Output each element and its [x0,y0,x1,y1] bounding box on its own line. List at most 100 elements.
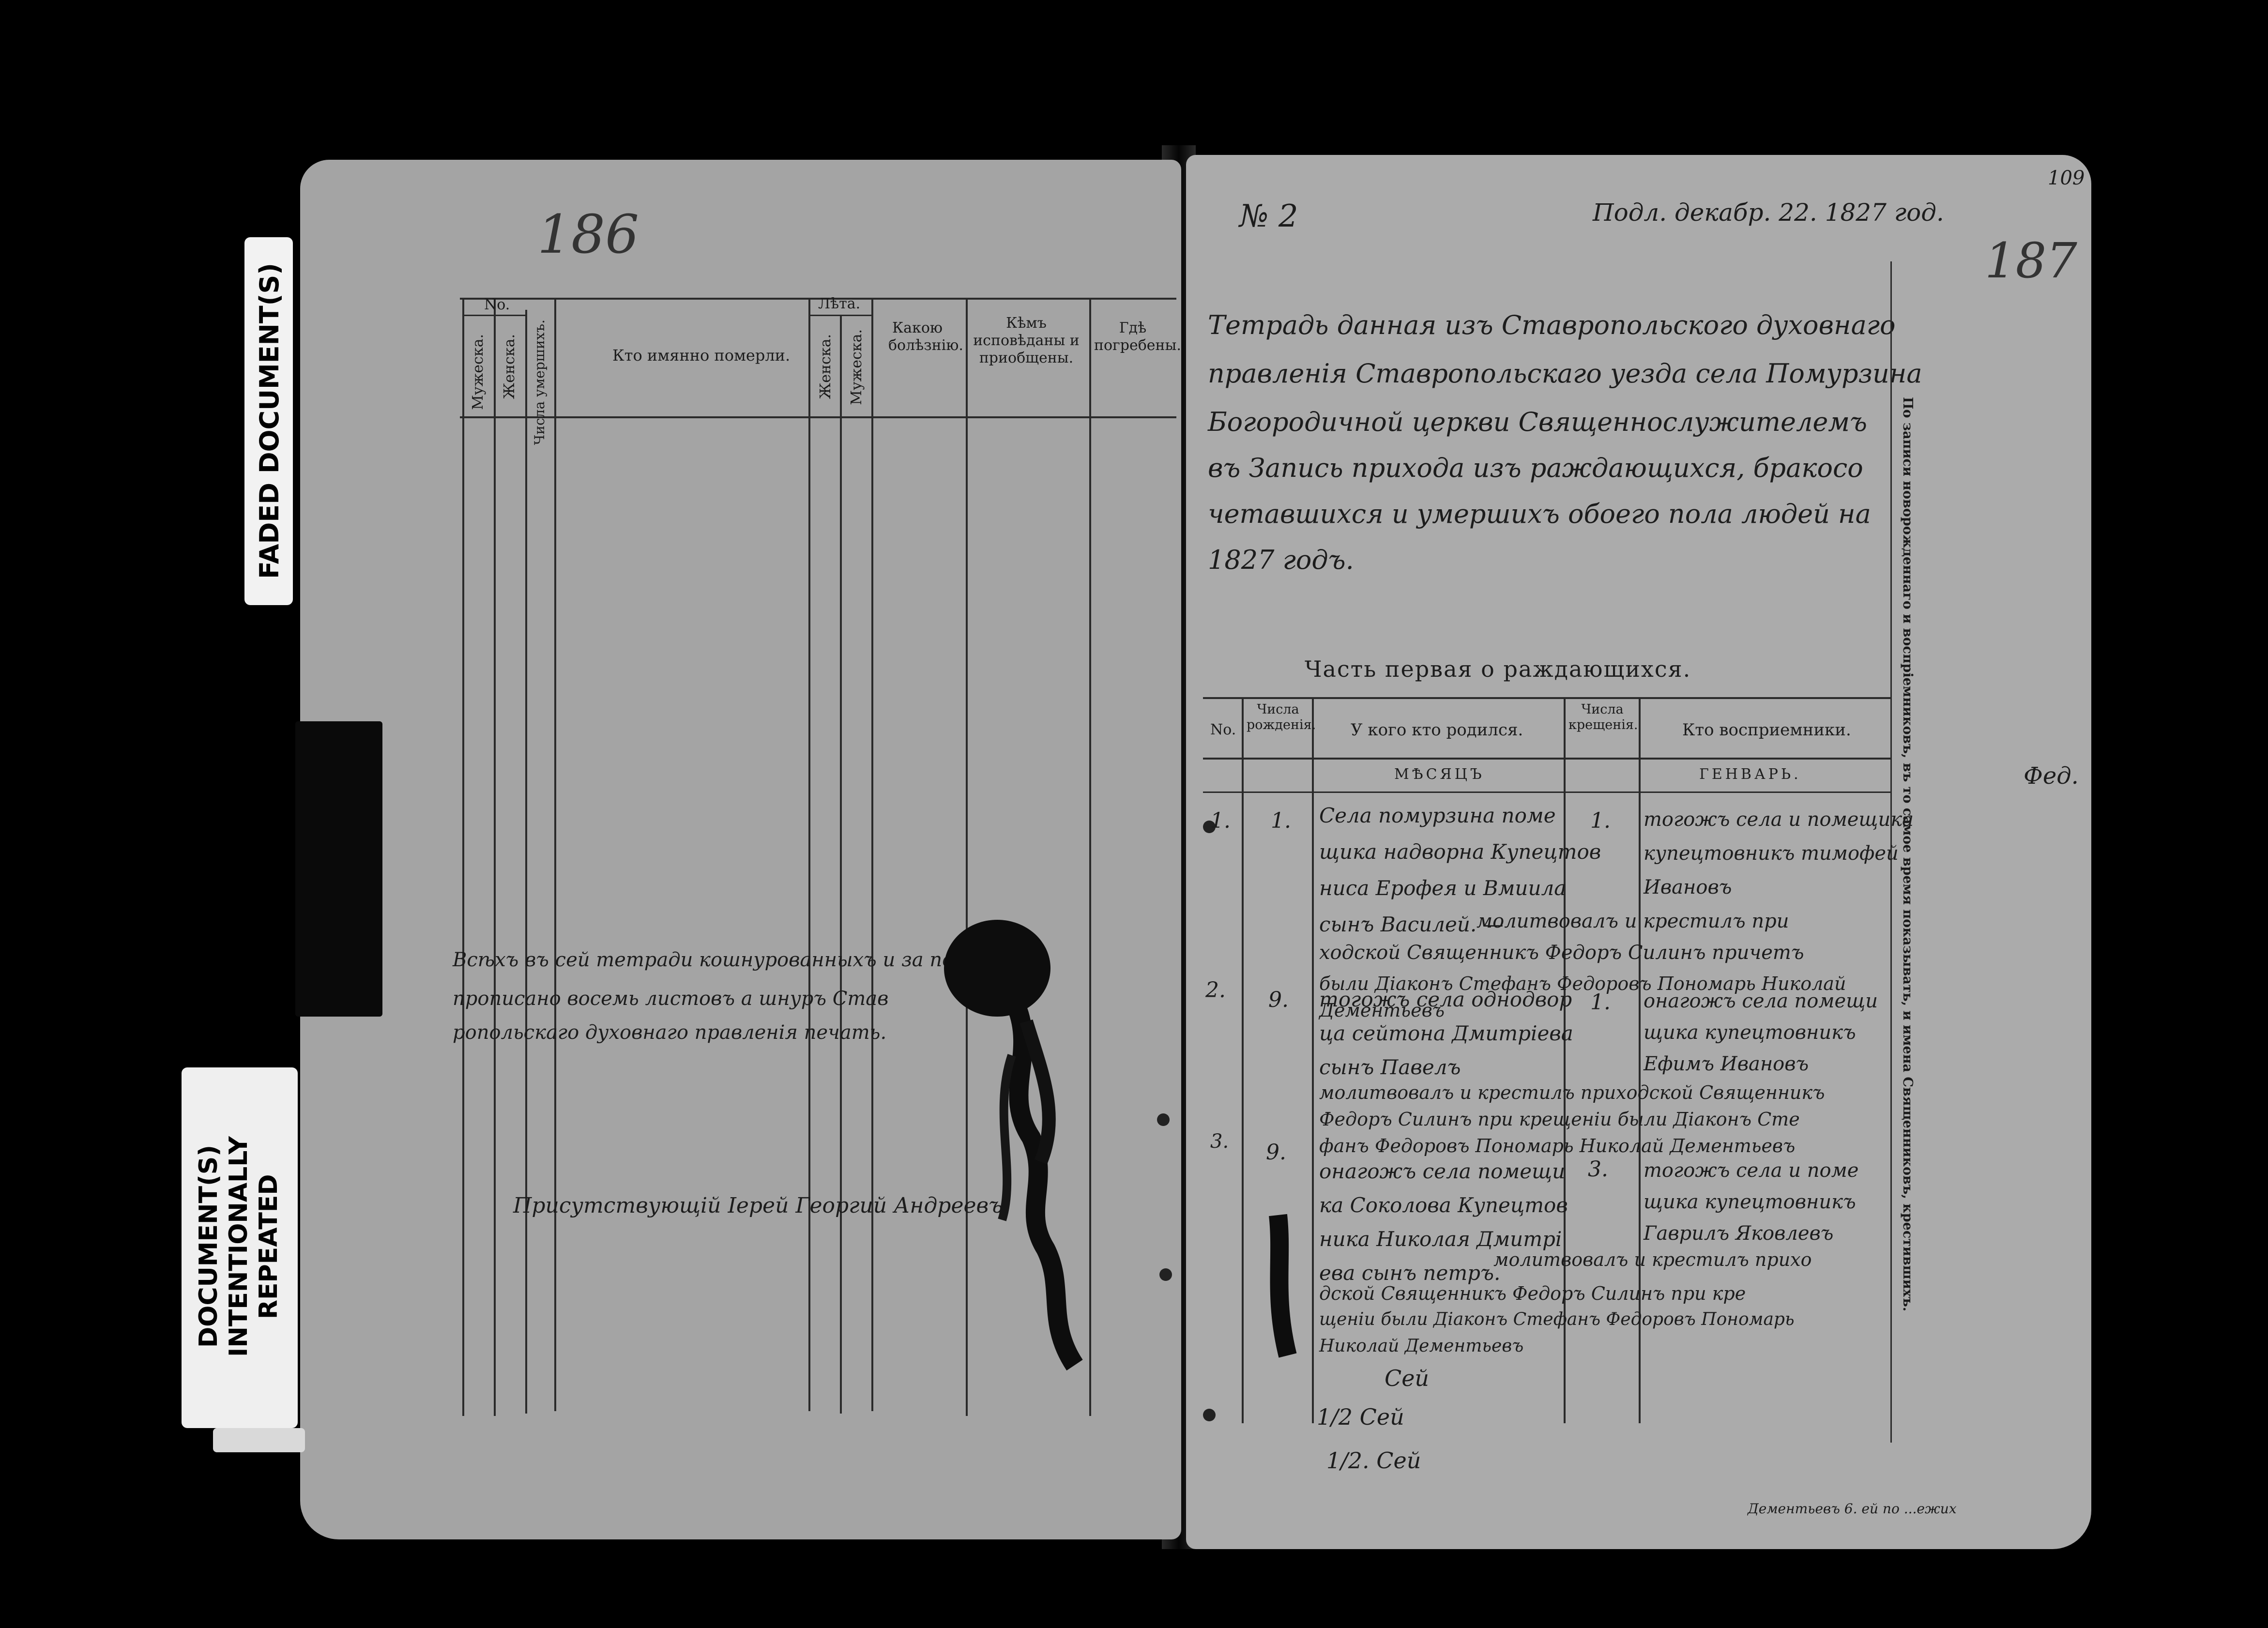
cord-end [1269,1214,1297,1358]
baptism-note-8: молитвовалъ и крестилъ прихо [1493,1249,1812,1270]
left-col-line [840,315,842,1414]
entry-3-godparents-3: Гаврилъ Яковлевъ [1644,1222,1834,1245]
wax-seal [944,920,1083,1371]
title-line-6: 1827 годъ. [1208,545,1354,575]
entry-2-birth: 9. [1268,988,1289,1012]
left-page [300,160,1181,1539]
number-mark: № 2 [1239,198,1298,234]
bottom-mark-3: 1/2. Сей [1326,1447,1421,1474]
entry-3-born-1: онагожъ села помещи [1319,1159,1566,1183]
repeated-document-tab: DOCUMENT(S) INTENTIONALLY REPEATED [182,1067,298,1428]
baptism-note-6: Федоръ Силинъ при крещеніи были Діаконъ … [1319,1109,1800,1130]
punch-hole [1203,1409,1216,1421]
baptism-note-2: ходской Священникъ Федоръ Силинъ причетъ [1319,942,1804,964]
certification-line-2: прописано восемь листовъ а шнуръ Став [453,988,889,1010]
certification-line-3: ропольскаго духовнаго правленія печать. [453,1021,887,1044]
bottom-right-note: Дементьевъ 6. ей по ...ежих [1748,1501,1957,1517]
baptism-note-9: дской Священникъ Федоръ Силинъ при кре [1319,1283,1746,1304]
right-margin-line [1890,261,1892,1443]
section-title: Часть первая о раждающихся. [1305,656,1691,682]
baptism-note-1: молитвовалъ и крестилъ при [1476,910,1789,932]
seal-disc [944,920,1050,1017]
left-page-number: 186 [537,203,639,265]
baptism-note-7: фанъ Федоровъ Пономарь Николай Дементьев… [1319,1135,1796,1156]
right-table-month-bottom [1203,791,1890,793]
left-col-deceased-count: Числа умершихъ. [532,320,548,445]
right-col-line [1639,697,1641,1423]
left-col-female: Женска. [501,334,518,399]
right-col-baptism: Числа крещенія. [1568,702,1638,732]
punch-hole [1159,1268,1172,1281]
entry-1-godparents-1: тогожъ села и помещика [1644,808,1914,831]
repeated-document-label: DOCUMENT(S) INTENTIONALLY REPEATED [194,1136,283,1357]
left-years-underline [808,315,871,316]
right-col-line [1242,697,1244,1423]
margin-vertical-note: По записи новорожденнаго и воспріемников… [1900,397,1915,1312]
punch-hole [1203,821,1216,833]
entry-3-baptism: 3. [1588,1157,1608,1182]
entry-2-godparents-1: онагожъ села помещи [1644,990,1878,1012]
left-col-no: No. [484,296,510,313]
entry-2-born-3: сынъ Павелъ [1319,1055,1461,1079]
left-table-header-bottom [460,416,1176,418]
entry-2-godparents-3: Ефимъ Ивановъ [1644,1053,1809,1075]
left-col-line [494,298,496,1416]
entry-3-godparents-2: щика купецтовникъ [1644,1191,1856,1213]
left-table-top [460,298,1176,300]
paper-strip [213,1428,305,1452]
month-label: МѢСЯЦЪ [1394,766,1485,783]
entry-2-baptism: 1. [1590,990,1611,1015]
baptism-note-10: щеніи были Діаконъ Стефанъ Федоровъ Поно… [1319,1309,1795,1329]
right-col-line [1312,697,1314,1423]
left-col-years-male: Мужеска. [848,329,865,405]
left-col-buried: Гдѣ погребены. [1094,320,1181,354]
entry-3-born-4: ева сынъ петръ. [1319,1261,1501,1285]
entry-2-born-1: тогожъ села однодвор [1319,988,1572,1011]
baptism-note-5: молитвовалъ и крестилъ приходской Священ… [1319,1082,1825,1103]
entry-1-born-4: сынъ Василей. — [1319,913,1504,936]
entry-3-no: 3. [1210,1130,1229,1153]
seal-cord [998,1054,1016,1221]
entry-3-godparents-1: тогожъ села и поме [1644,1159,1859,1182]
entry-1-born-3: ниса Ерофея и Вмиила [1319,876,1567,900]
left-col-years: Лѣта. [818,295,861,312]
faded-document-tab: FADED DOCUMENT(S) [244,237,293,605]
entry-1-birth: 1. [1271,808,1291,833]
baptism-note-4: Дементьевъ [1319,1000,1445,1021]
punch-hole [1157,1113,1170,1126]
left-col-line [462,298,464,1416]
bottom-mark-1: Сей [1385,1365,1430,1391]
baptism-note-11: Николай Дементьевъ [1319,1336,1524,1356]
right-col-no: No. [1210,721,1236,738]
right-table-header-bottom [1203,758,1890,760]
right-page-number: 187 [1985,232,2077,289]
left-col-line [871,298,873,1411]
title-line-2: правленія Ставропольскаго уезда села Пом… [1208,358,1922,389]
left-no-underline [462,315,525,316]
left-col-line [808,298,810,1411]
month-value: ГЕНВАРЬ. [1699,766,1801,783]
title-line-4: въ Запись прихода изъ раждающихся, брако… [1208,453,1863,483]
entry-1-born-1: Села помурзина поме [1319,804,1556,827]
entry-2-godparents-2: щика купецтовникъ [1644,1021,1856,1044]
entry-1-no: 1. [1210,808,1231,833]
seal-cord [1007,1003,1083,1371]
priest-signature: Присутствующій Іерей Георгий Андреевъ [513,1193,1003,1218]
margin-note: Фед. [2024,762,2079,790]
entry-2-born-2: ца сейтона Дмитріева [1319,1021,1573,1045]
entry-3-born-3: ника Николая Дмитрі [1319,1227,1562,1251]
right-col-godparents: Кто восприемники. [1682,720,1851,740]
left-col-line [554,298,556,1411]
entry-1-godparents-2: купецтовникъ тимофей [1644,842,1899,865]
faded-document-label: FADED DOCUMENT(S) [254,263,285,579]
left-col-line [1089,298,1091,1416]
bottom-mark-2: 1/2 Сей [1317,1404,1404,1430]
entry-1-baptism: 1. [1590,808,1611,833]
title-line-3: Богородичной церкви Священнослужителемъ [1208,407,1868,437]
title-line-5: четавшихся и умершихъ обоего пола людей … [1208,499,1871,529]
entry-1-born-2: щика надворна Купецтов [1319,840,1601,864]
entry-3-born-2: ка Соколова Купецтов [1319,1193,1568,1217]
right-col-birth: Числа рожденія. [1247,702,1316,732]
left-col-confessed: Кѣмъ исповѣданы и приобщены. [973,315,1080,366]
entry-1-godparents-3: Ивановъ [1644,876,1732,898]
